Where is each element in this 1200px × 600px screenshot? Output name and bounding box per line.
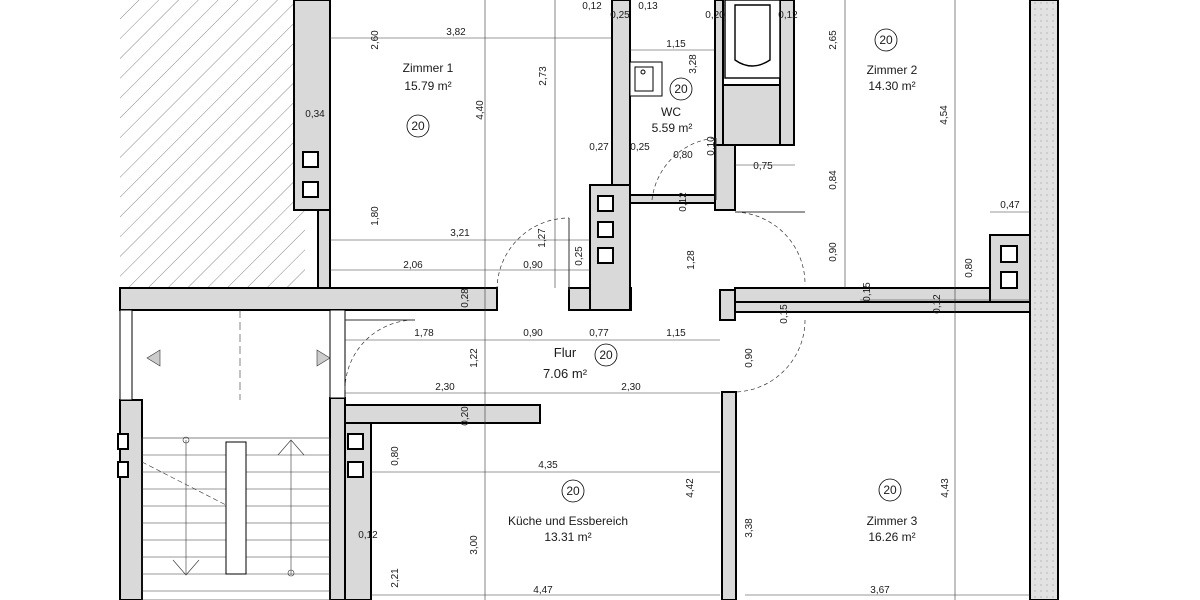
dim-label: 0,80	[673, 150, 693, 161]
room-area-kueche: 13.31 m²	[544, 530, 591, 544]
construction-lines	[330, 0, 1030, 600]
room-area-zimmer2: 14.30 m²	[868, 79, 915, 93]
dim-label: 0,84	[828, 170, 839, 190]
dim-label: 2,30	[435, 382, 455, 393]
room-name-zimmer3: Zimmer 3	[867, 514, 918, 528]
room-name-zimmer1: Zimmer 1	[403, 61, 454, 75]
dim-label: 0,90	[523, 260, 543, 271]
dim-label: 4,43	[940, 478, 951, 498]
dim-label: 0,25	[574, 246, 585, 266]
dim-label: 0,77	[589, 328, 609, 339]
dim-label: 0,20	[705, 10, 725, 21]
dim-label: 1,15	[666, 328, 686, 339]
dim-label: 3,38	[744, 518, 755, 538]
dim-label: 2,65	[828, 30, 839, 50]
dim-label: 1,15	[666, 39, 686, 50]
dim-label: 2,06	[403, 260, 423, 271]
dim-label: 4,35	[538, 460, 558, 471]
doors	[344, 137, 806, 393]
room-tags	[406, 28, 902, 503]
tag-kueche: 20	[566, 484, 580, 498]
tag-zimmer1: 20	[411, 119, 425, 133]
dim-label: 2,21	[390, 568, 401, 588]
dim-label: 0,27	[589, 142, 609, 153]
dim-label: 4,42	[685, 478, 696, 498]
dim-label: 0,10	[706, 136, 717, 156]
dim-label: 0,47	[1000, 200, 1020, 211]
dim-label: 4,54	[939, 105, 950, 125]
room-area-zimmer1: 15.79 m²	[404, 79, 451, 93]
dim-label: 0,75	[753, 161, 773, 172]
dim-label: 0,15	[862, 282, 873, 302]
tag-zimmer3: 20	[883, 483, 897, 497]
dim-label: 0,13	[638, 1, 658, 12]
room-name-flur: Flur	[554, 345, 577, 360]
dim-label: 2,73	[538, 66, 549, 86]
dim-label: 0,90	[523, 328, 543, 339]
room-name-zimmer2: Zimmer 2	[867, 63, 918, 77]
hatched-area	[120, 0, 305, 288]
dim-label: 3,28	[688, 54, 699, 74]
dim-label: 0,80	[964, 258, 975, 278]
dim-label: 0,20	[460, 406, 471, 426]
dim-label: 0,15	[779, 304, 790, 324]
dim-label: 0,25	[630, 142, 650, 153]
dim-label: 0,12	[932, 294, 943, 314]
room-area-wc: 5.59 m²	[652, 121, 693, 135]
tag-zimmer2: 20	[879, 33, 893, 47]
dim-label: 0,90	[744, 348, 755, 368]
dim-label: 1,80	[370, 206, 381, 226]
dim-label: 2,30	[621, 382, 641, 393]
dim-label: 0,25	[610, 10, 630, 21]
dim-label: 1,28	[686, 250, 697, 270]
chimney-flues	[117, 151, 1018, 478]
dim-label: 0,12	[358, 530, 378, 541]
dim-label: 3,00	[469, 535, 480, 555]
dim-label: 1,78	[414, 328, 434, 339]
room-area-flur: 7.06 m²	[543, 366, 588, 381]
dim-label: 3,82	[446, 27, 466, 38]
tag-flur: 20	[599, 348, 613, 362]
bathtub	[724, 0, 781, 79]
dim-label: 0,12	[582, 1, 602, 12]
dim-label: 3,67	[870, 585, 890, 596]
dim-label: 1,27	[537, 228, 548, 248]
dim-label: 0,34	[305, 109, 325, 120]
dim-label: 1,22	[469, 348, 480, 368]
dim-label: 3,21	[450, 228, 470, 239]
staircase	[141, 310, 331, 600]
dim-label: 0,90	[828, 242, 839, 262]
exterior-wall-right	[1029, 0, 1059, 600]
dim-label: 0,80	[390, 446, 401, 466]
dim-label: 4,47	[533, 585, 553, 596]
dim-label: 0,12	[678, 192, 689, 212]
dim-label: 2,60	[370, 30, 381, 50]
room-name-wc: WC	[661, 105, 681, 119]
sink	[629, 61, 663, 97]
tag-wc: 20	[674, 82, 688, 96]
room-area-zimmer3: 16.26 m²	[868, 530, 915, 544]
dim-label: 4,40	[475, 100, 486, 120]
dim-label: 0,12	[778, 10, 798, 21]
room-name-kueche: Küche und Essbereich	[508, 514, 628, 528]
dim-label: 0,28	[460, 288, 471, 308]
